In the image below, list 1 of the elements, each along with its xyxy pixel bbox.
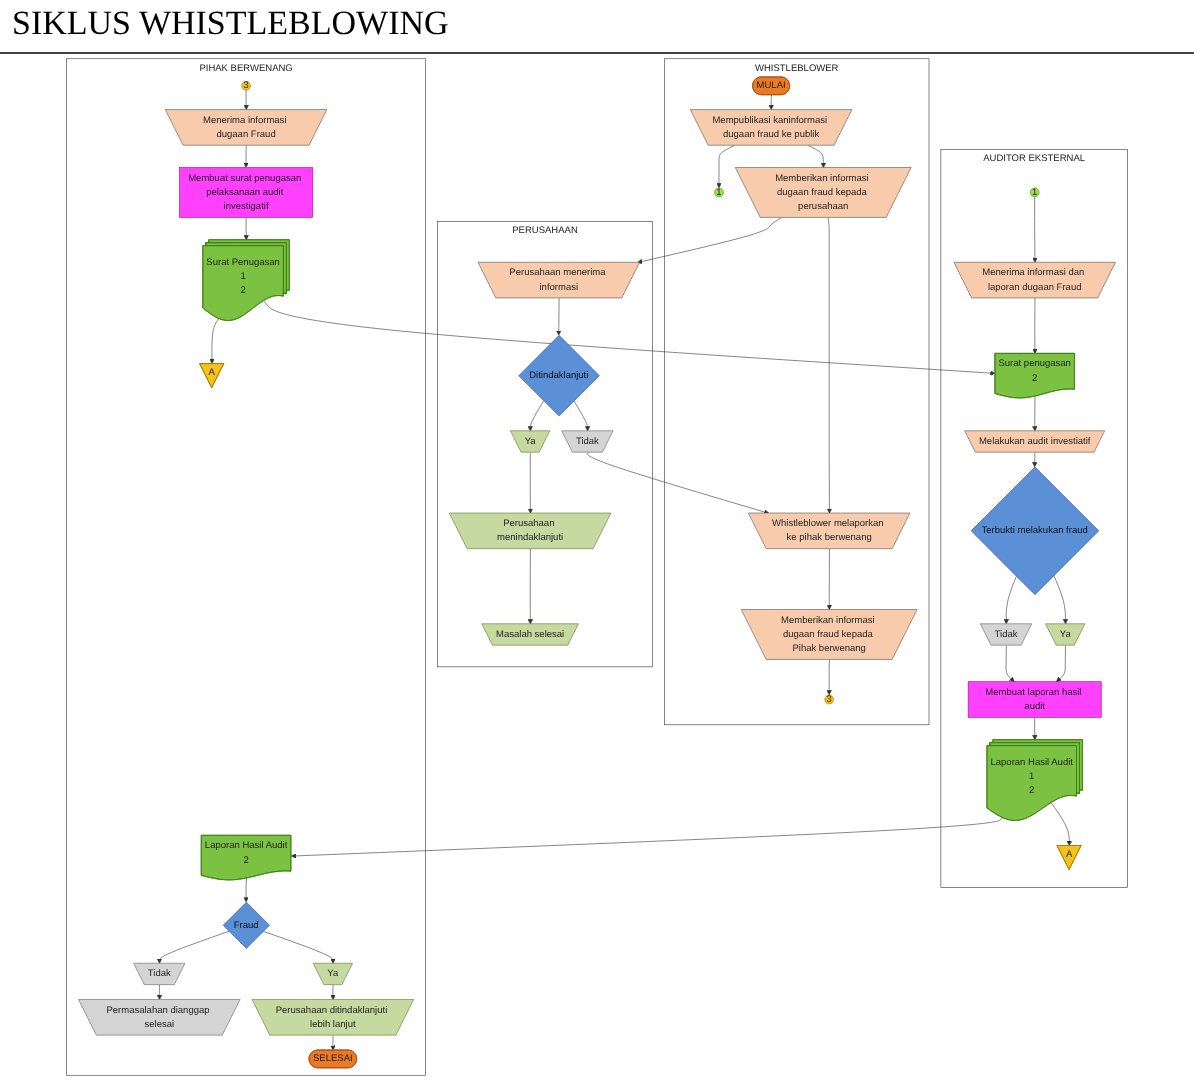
diagram-title: SIKLUS WHISTLEBLOWING [0,0,1194,54]
